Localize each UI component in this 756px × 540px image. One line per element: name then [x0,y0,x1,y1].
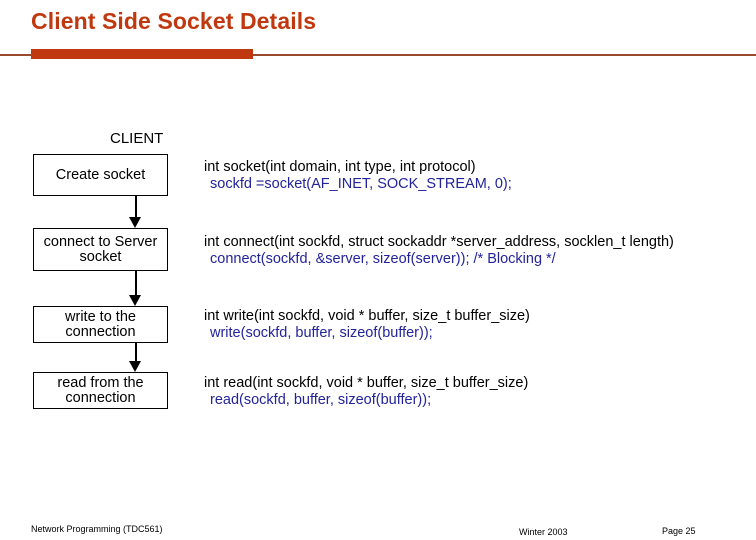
code-annotation-connect: int connect(int sockfd, struct sockaddr … [204,234,674,269]
code-signature: int connect(int sockfd, struct sockaddr … [204,234,674,250]
page-title: Client Side Socket Details [31,8,317,34]
flow-arrow-connect-to-write [129,271,142,306]
flow-box-read-from-the-connection: read from the connection [33,372,168,409]
arrow-head-down-icon [129,361,141,372]
title-divider-thin [0,54,756,56]
flow-box-label: Create socket [55,166,146,183]
flow-box-label: read from the connection [57,374,144,406]
arrow-shaft [135,343,137,361]
footer-page-number: Page 25 [662,526,696,536]
code-annotation-write: int write(int sockfd, void * buffer, siz… [204,308,530,343]
footer-term: Winter 2003 [519,527,568,537]
arrow-shaft [135,271,137,295]
code-call: sockfd =socket(AF_INET, SOCK_STREAM, 0); [210,176,512,193]
flow-box-create-socket: Create socket [33,154,168,196]
title-divider-thick [31,49,253,59]
flow-box-label: write to the connection [65,308,136,340]
code-call: connect(sockfd, &server, sizeof(server))… [210,251,556,268]
code-annotation-socket: int socket(int domain, int type, int pro… [204,159,512,194]
arrow-shaft [135,196,137,217]
flow-arrow-write-to-read [129,343,142,372]
flow-box-connect-to-server-socket: connect to Server socket [33,228,168,271]
flow-box-write-to-the-connection: write to the connection [33,306,168,343]
code-signature: int read(int sockfd, void * buffer, size… [204,375,529,391]
code-signature: int write(int sockfd, void * buffer, siz… [204,308,530,324]
arrow-head-down-icon [129,295,141,306]
arrow-head-down-icon [129,217,141,228]
footer-course-name: Network Programming (TDC561) [31,524,163,534]
flow-box-label: connect to Server socket [43,233,158,265]
flow-arrow-create-to-connect [129,196,142,228]
code-annotation-read: int read(int sockfd, void * buffer, size… [204,375,528,410]
code-call: write(sockfd, buffer, sizeof(buffer)); [210,325,433,342]
code-signature: int socket(int domain, int type, int pro… [204,159,476,175]
diagram-column-label-client: CLIENT [110,130,164,147]
code-call: read(sockfd, buffer, sizeof(buffer)); [210,392,432,409]
